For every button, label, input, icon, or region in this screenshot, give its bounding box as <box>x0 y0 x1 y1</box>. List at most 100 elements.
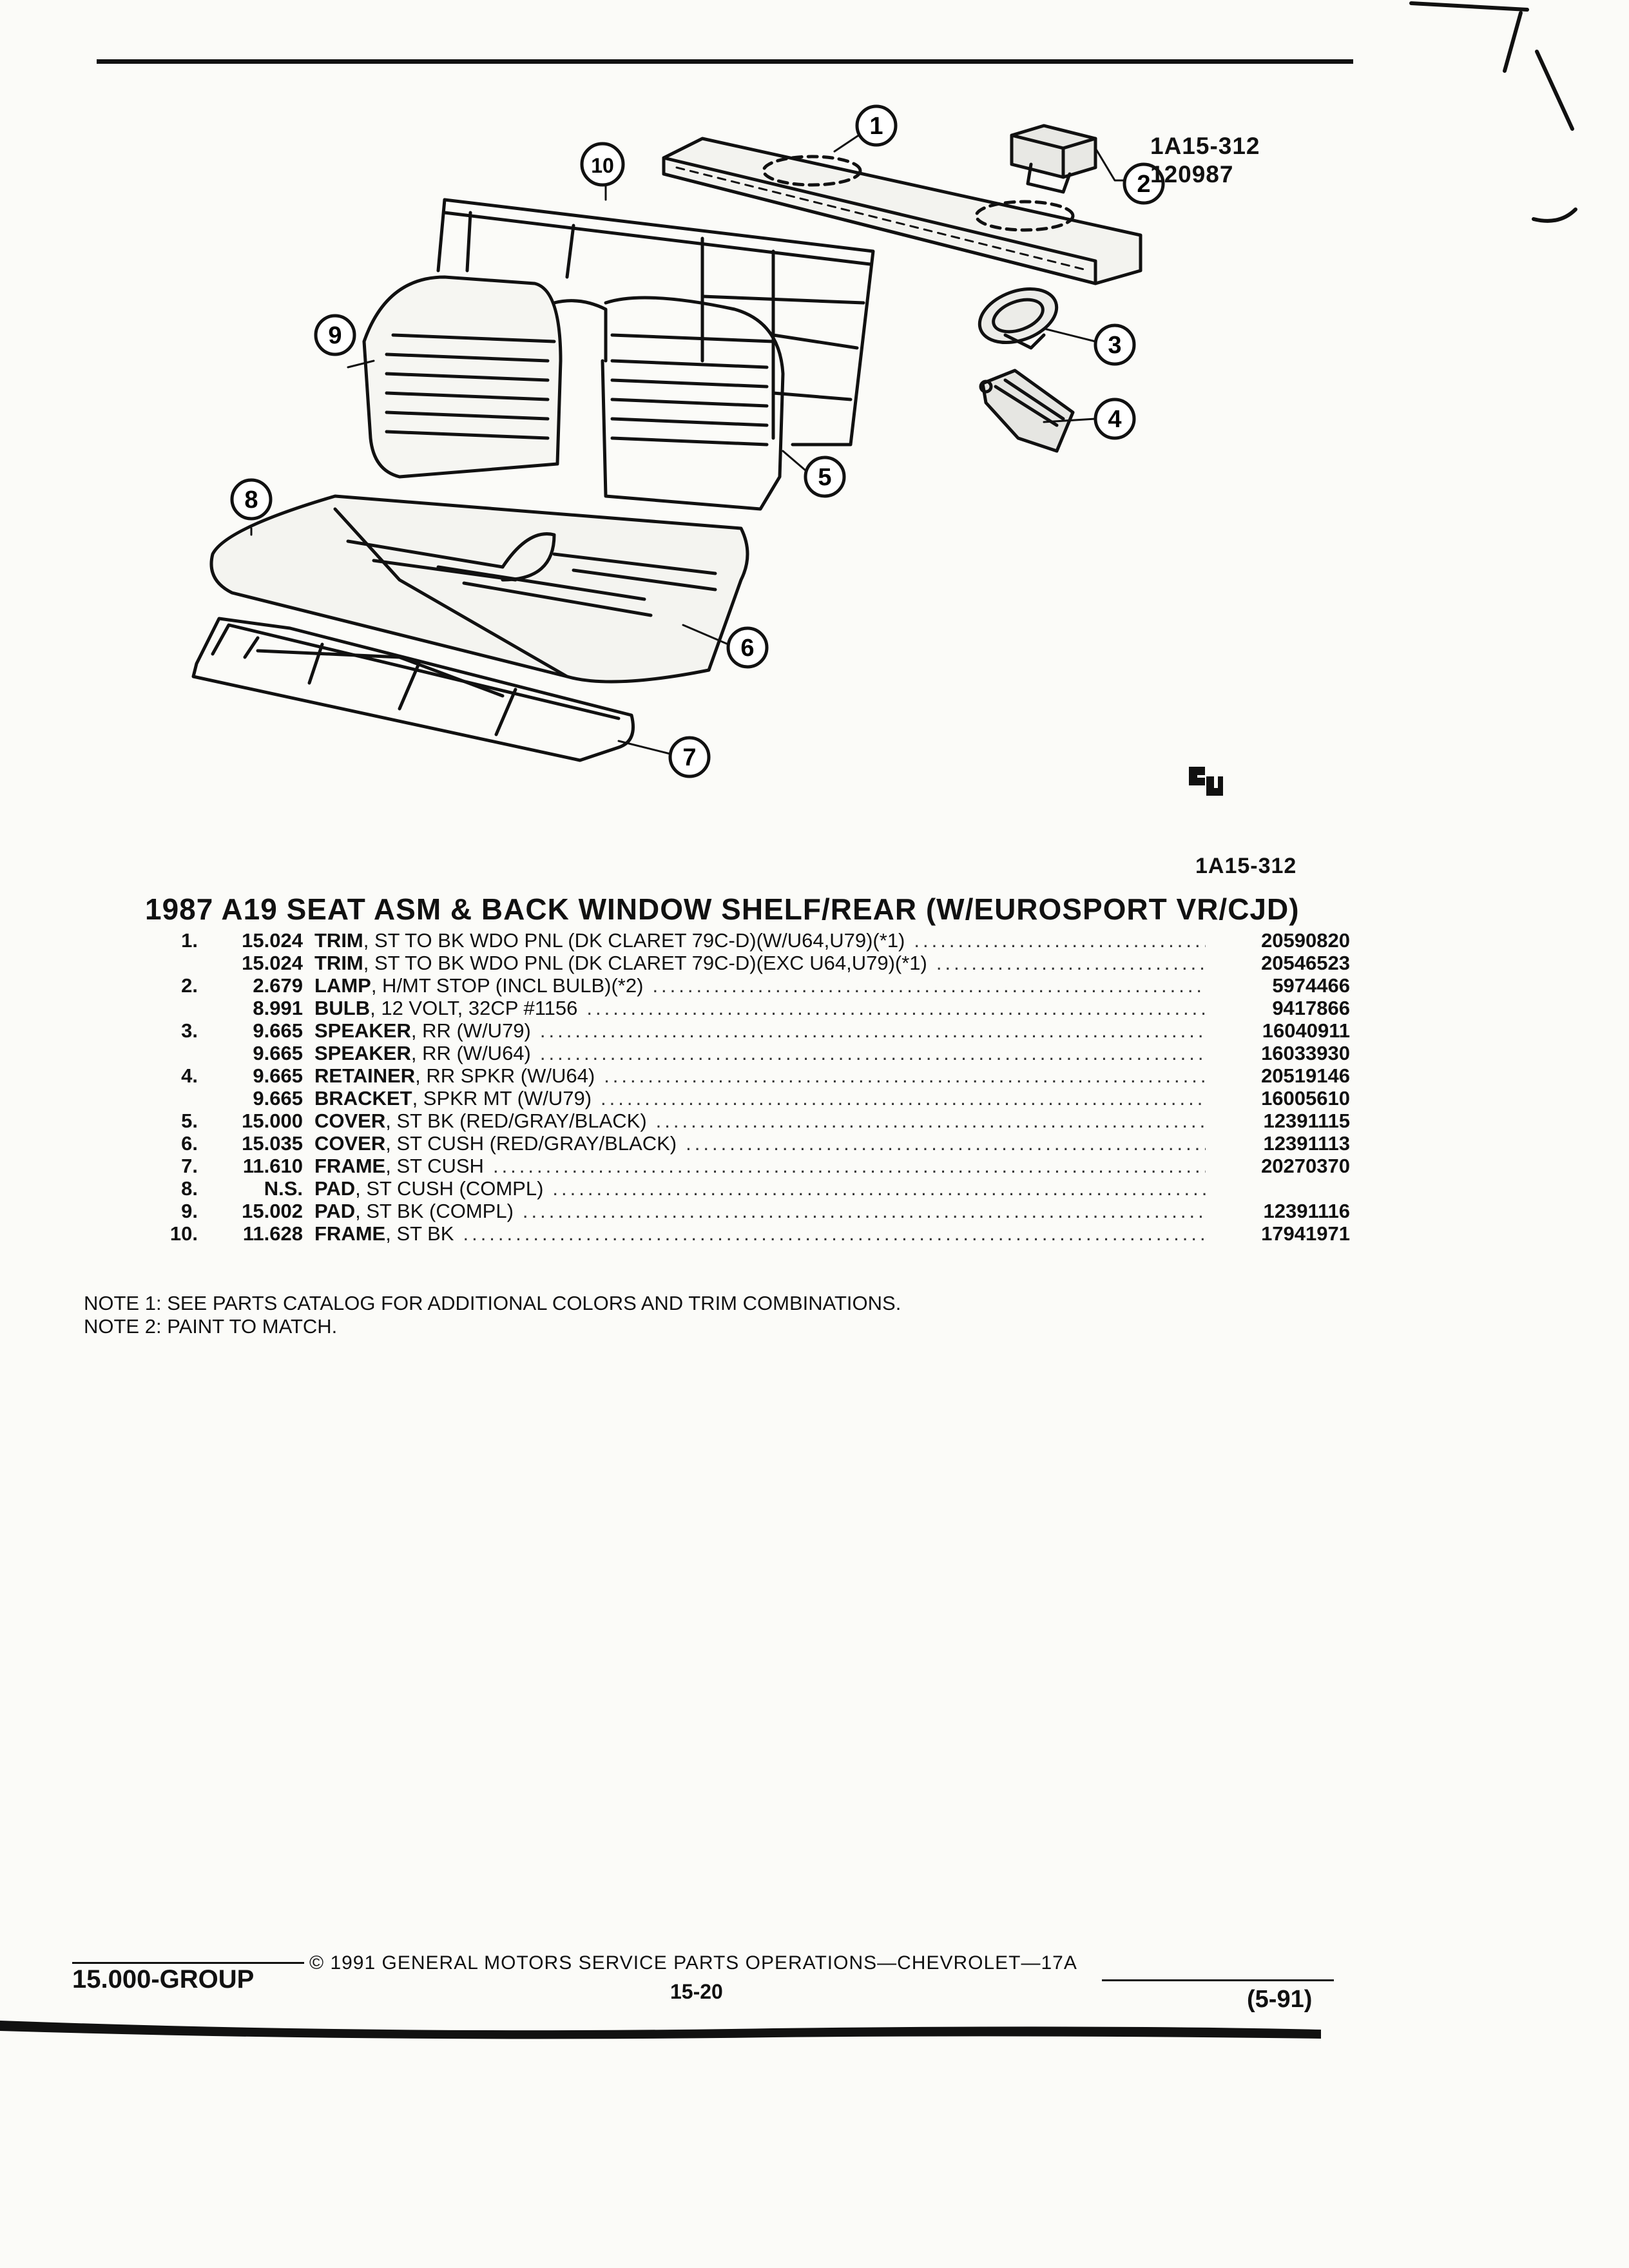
group-number: 11.610 <box>242 1155 303 1177</box>
leader-dots <box>686 1132 1206 1155</box>
leader-dots <box>936 952 1206 974</box>
part-description: , 12 VOLT, 32CP #1156 <box>370 997 578 1019</box>
top-rule <box>97 59 1353 64</box>
scan-bottom-edge <box>0 2021 1321 2039</box>
leader-dots <box>463 1222 1206 1245</box>
item-number: 1. <box>181 929 198 952</box>
part-name: RETAINER <box>314 1064 416 1087</box>
leader-dots <box>652 974 1206 997</box>
leader-dots <box>586 997 1206 1019</box>
reference-block: 1A15-312 120987 <box>1150 132 1260 189</box>
part-name: FRAME <box>314 1222 386 1245</box>
rear-shelf-panel <box>662 137 1142 285</box>
table-row: 7. 11.610 FRAME, ST CUSH 20270370 <box>145 1155 1350 1177</box>
speaker-retainer <box>979 369 1075 453</box>
gm-logo <box>1189 767 1223 796</box>
note-2: NOTE 2: PAINT TO MATCH. <box>84 1315 338 1338</box>
part-description: , ST BK (RED/GRAY/BLACK) <box>385 1110 647 1132</box>
part-name: SPEAKER <box>314 1019 411 1042</box>
callout-8-label: 8 <box>244 486 258 514</box>
group-number: 15.000 <box>242 1110 303 1132</box>
group-number: 9.665 <box>253 1087 303 1110</box>
footer-rule-right <box>1102 1979 1334 1981</box>
group-number: 15.002 <box>242 1200 303 1222</box>
callout-5: 5 <box>804 456 846 498</box>
callout-4: 4 <box>1094 398 1136 440</box>
table-row: 8.N.S.PAD, ST CUSH (COMPL) <box>145 1177 1350 1200</box>
callout-6: 6 <box>726 626 769 669</box>
callout-2-label: 2 <box>1137 171 1150 198</box>
page-title: 1987 A19 SEAT ASM & BACK WINDOW SHELF/RE… <box>145 892 1300 926</box>
leader-dots <box>601 1087 1206 1110</box>
callout-2: 2 <box>1123 162 1165 205</box>
table-row: 3. 9.665 SPEAKER, RR (W/U79) 16040911 <box>145 1019 1350 1042</box>
part-name: BRACKET <box>314 1087 412 1110</box>
footer-page-number: 15-20 <box>670 1980 723 2003</box>
part-number: 5974466 <box>1272 974 1350 997</box>
callout-6-label: 6 <box>740 635 754 662</box>
item-number: 5. <box>181 1110 198 1132</box>
figure-id: 1A15-312 <box>1195 854 1297 878</box>
part-number: 9417866 <box>1272 997 1350 1019</box>
leader-dots <box>914 929 1206 952</box>
part-description: , RR (W/U64) <box>410 1042 531 1064</box>
seat-back-frame <box>436 198 875 447</box>
part-name: COVER <box>314 1132 386 1155</box>
part-number: 17941971 <box>1261 1222 1350 1245</box>
callout-1-label: 1 <box>869 113 883 140</box>
callout-4-label: 4 <box>1108 406 1121 433</box>
leader-dots <box>540 1042 1206 1064</box>
item-number: 6. <box>181 1132 198 1155</box>
item-number: 4. <box>181 1064 198 1087</box>
item-number: 10. <box>169 1222 198 1245</box>
part-description: , H/MT STOP (INCL BULB)(*2) <box>371 974 644 997</box>
callout-leaders <box>250 131 1129 755</box>
leader-dots <box>656 1110 1206 1132</box>
group-number: N.S. <box>264 1177 303 1200</box>
part-name: COVER <box>314 1110 386 1132</box>
callout-8: 8 <box>230 478 273 521</box>
group-number: 9.665 <box>253 1042 303 1064</box>
part-name: PAD <box>314 1200 356 1222</box>
item-number: 3. <box>181 1019 198 1042</box>
part-number: 16040911 <box>1262 1019 1350 1042</box>
notes: NOTE 1: SEE PARTS CATALOG FOR ADDITIONAL… <box>84 1292 901 1338</box>
item-number: 7. <box>181 1155 198 1177</box>
part-description: , ST BK (COMPL) <box>355 1200 514 1222</box>
footer-copyright: © 1991 GENERAL MOTORS SERVICE PARTS OPER… <box>309 1952 1077 1974</box>
part-description: , RR (W/U79) <box>410 1019 531 1042</box>
footer-group: 15.000-GROUP <box>72 1965 255 1994</box>
part-description: , RR SPKR (W/U64) <box>415 1064 595 1087</box>
part-description: , ST CUSH <box>385 1155 484 1177</box>
part-number: 16005610 <box>1261 1087 1350 1110</box>
note-1: NOTE 1: SEE PARTS CATALOG FOR ADDITIONAL… <box>84 1292 901 1314</box>
group-number: 8.991 <box>253 997 303 1019</box>
part-number: 16033930 <box>1261 1042 1350 1064</box>
group-number: 15.024 <box>242 952 303 974</box>
part-number: 20519146 <box>1261 1064 1350 1087</box>
callout-3-label: 3 <box>1108 332 1121 359</box>
scan-margin-marks <box>1409 1 1577 223</box>
part-name: FRAME <box>314 1155 386 1177</box>
table-row: 9.665 SPEAKER, RR (W/U64) 16033930 <box>145 1042 1350 1064</box>
group-number: 9.665 <box>253 1019 303 1042</box>
leader-dots <box>540 1019 1206 1042</box>
speaker <box>978 287 1059 350</box>
callout-9: 9 <box>314 314 356 356</box>
item-number: 8. <box>181 1177 198 1200</box>
callout-10: 10 <box>580 142 625 187</box>
part-name: SPEAKER <box>314 1042 411 1064</box>
part-number: 20270370 <box>1261 1155 1350 1177</box>
callout-9-label: 9 <box>328 322 342 349</box>
part-description: , ST TO BK WDO PNL (DK CLARET 79C-D)(W/U… <box>363 929 905 952</box>
footer-rule-left <box>72 1962 304 1964</box>
